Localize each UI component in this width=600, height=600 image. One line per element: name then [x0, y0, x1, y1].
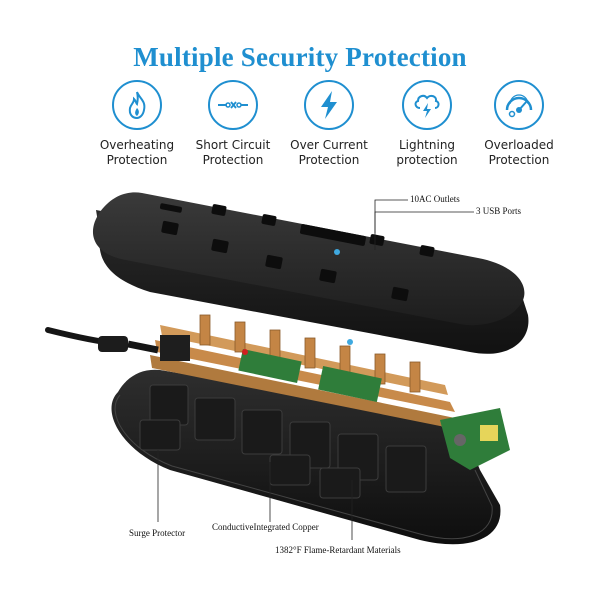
callout-surge-protector: Surge Protector	[129, 528, 186, 538]
callout-ac-outlets: 10AC Outlets	[410, 194, 460, 204]
top-cover	[92, 192, 529, 354]
feature-label-1: Overheating	[99, 138, 175, 152]
callout-lines	[157, 199, 474, 540]
feature-label-1: Over Current	[290, 138, 368, 152]
lightning-bolt-icon	[304, 80, 354, 130]
callout-flame-retardant: 1382°F Flame-Retardant Materials	[275, 545, 401, 555]
callout-usb-ports: 3 USB Ports	[476, 206, 522, 216]
cloud-lightning-icon	[402, 80, 452, 130]
short-circuit-icon	[208, 80, 258, 130]
flame-icon	[112, 80, 162, 130]
gauge-icon	[494, 80, 544, 130]
page-title: Multiple Security Protection	[133, 42, 467, 72]
feature-label-1: Short Circuit	[195, 138, 271, 152]
internal-components	[150, 314, 510, 470]
feature-label-2: Protection	[202, 153, 264, 167]
feature-label-2: Protection	[298, 153, 360, 167]
callout-copper: ConductiveIntegrated Copper	[212, 522, 319, 532]
feature-label-1: Lightning	[398, 138, 456, 152]
feature-label-2: Protection	[106, 153, 168, 167]
feature-label-2: protection	[396, 153, 458, 167]
feature-label-1: Overloaded	[484, 138, 554, 152]
feature-label-2: Protection	[488, 153, 550, 167]
power-cable	[45, 327, 159, 354]
